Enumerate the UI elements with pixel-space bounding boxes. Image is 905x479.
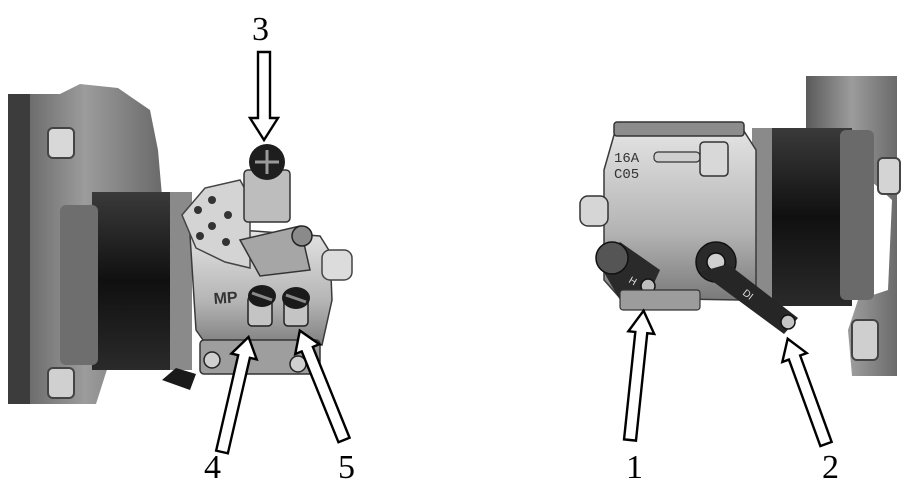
left-engine-bolt-bottom [47, 367, 75, 399]
left-engine-bolt-top [47, 127, 75, 159]
callout-arrow-4 [214, 334, 259, 455]
right-intake-nozzle [579, 195, 609, 227]
right-engine-bolt-top [877, 157, 901, 195]
callout-numbers: 3 4 5 1 2 [204, 11, 839, 479]
callout-label-2: 2 [822, 449, 839, 479]
left-side-nozzle [321, 249, 353, 281]
left-motor-front-cap [60, 205, 98, 365]
right-photo-carburetor: 16A C05 H DI [579, 76, 901, 376]
left-plate-hole [196, 232, 204, 240]
right-part-marking-top: 16A [614, 151, 640, 167]
callout-arrow-1 [622, 308, 657, 442]
callout-label-3: 3 [252, 11, 269, 48]
left-throttle-plate [181, 179, 251, 269]
left-linkage-pivot [291, 225, 313, 247]
callout-label-4: 4 [204, 449, 221, 479]
left-plate-hole [208, 222, 216, 230]
left-plate-hole [208, 196, 216, 204]
left-plate-hole [194, 206, 202, 214]
left-top-screw-slot [255, 150, 279, 174]
right-carb-bottom [619, 289, 701, 311]
left-engine-dark-rim [8, 94, 30, 404]
left-part-marking: MP [213, 289, 238, 308]
callout-arrow-2 [780, 336, 834, 448]
right-lever-2: DI [695, 241, 798, 334]
callout-arrow-5 [293, 328, 352, 444]
left-needle-screw-4 [247, 285, 276, 327]
right-carb-top-plate [613, 121, 745, 137]
right-part-marking-bottom: C05 [614, 167, 639, 183]
right-fuel-nipple-base [699, 141, 729, 177]
right-lever-1-marking: H [627, 275, 639, 288]
right-fuel-nipple [653, 151, 701, 163]
right-motor-band [752, 128, 772, 306]
callout-arrow-3 [247, 50, 281, 143]
left-bottom-lever [162, 368, 196, 390]
callout-arrows [214, 50, 834, 455]
right-engine-bolt-bottom [851, 319, 879, 361]
right-motor-end-cap [840, 130, 874, 300]
left-needle-screw-5 [282, 287, 310, 327]
callout-label-1: 1 [626, 449, 643, 479]
left-plate-hole [222, 238, 230, 246]
callout-label-5: 5 [338, 449, 355, 479]
left-plate-hole [224, 211, 232, 219]
left-photo-carburetor: MP [8, 84, 353, 404]
left-motor-band [170, 192, 192, 370]
left-bottom-screw [203, 351, 221, 369]
